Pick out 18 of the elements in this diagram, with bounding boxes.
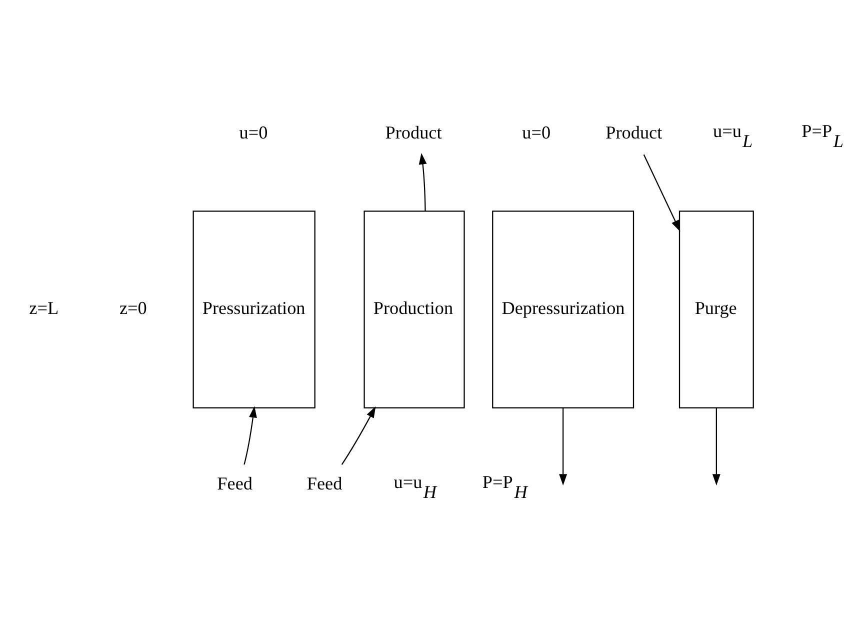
node-box: Pressurization [192,210,316,408]
node-box: Depressurization [492,210,634,408]
arrow [712,408,720,486]
arrow [559,408,568,486]
label: u=0 [239,122,268,142]
node-box: Production [364,210,465,408]
label: u=0 [522,122,551,142]
label: z=0 [119,298,147,318]
node-text: Feed [217,473,252,494]
node-text: Product [385,122,442,142]
node-text: Feed [306,473,342,494]
label: z=L [29,298,59,318]
arrow [418,152,427,212]
arrow [341,406,376,465]
arrow [244,406,257,465]
node-box: Purge [678,210,754,408]
arrow [643,154,680,232]
node-text: Product [606,122,662,142]
